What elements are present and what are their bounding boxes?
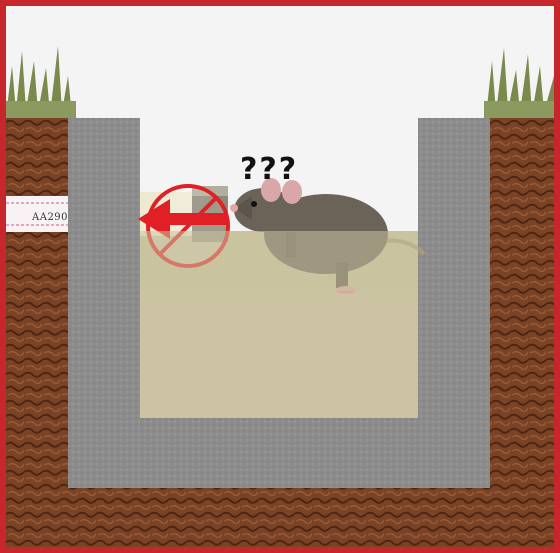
grass-left	[6, 46, 76, 119]
grass-right	[484, 48, 554, 119]
manhole-scene	[6, 6, 554, 547]
question-marks: ???	[240, 152, 298, 187]
water-surface	[140, 231, 418, 291]
pipe-label: AA290	[32, 212, 68, 223]
